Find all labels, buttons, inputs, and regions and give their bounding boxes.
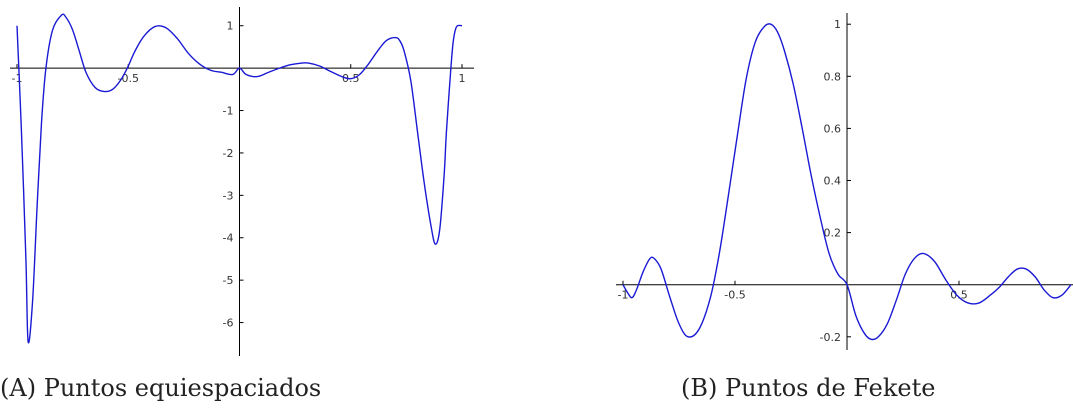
y-tick-label-b: 0.6: [824, 122, 842, 135]
y-tick-label-a: -6: [223, 317, 234, 330]
y-tick-label-a: -5: [223, 274, 234, 287]
caption-a: (A) Puntos equiespaciados: [0, 374, 322, 402]
y-tick-label-a: -1: [223, 105, 234, 118]
x-tick-label-a: -1: [12, 72, 23, 85]
y-tick-label-b: 0.2: [824, 227, 842, 240]
series-line-b: [622, 23, 1072, 341]
y-tick-label-a: -4: [223, 232, 234, 245]
y-tick-label-b: 0.8: [824, 70, 842, 83]
y-tick-label-b: 0.4: [824, 175, 842, 188]
caption-b: (B) Puntos de Fekete: [681, 374, 936, 402]
x-tick-label-a: 1: [459, 72, 466, 85]
x-tick-label-b: -0.5: [724, 289, 745, 302]
y-tick-label-a: -2: [223, 147, 234, 160]
y-tick-label-b: 1: [834, 18, 841, 31]
x-tick-label-b: -1: [618, 289, 629, 302]
y-tick-label-b: -0.2: [820, 331, 841, 344]
series-line-a: [16, 13, 463, 344]
y-tick-label-a: 1: [227, 20, 234, 33]
y-tick-label-a: -3: [223, 189, 234, 202]
x-tick-label-a: -0.5: [118, 72, 139, 85]
